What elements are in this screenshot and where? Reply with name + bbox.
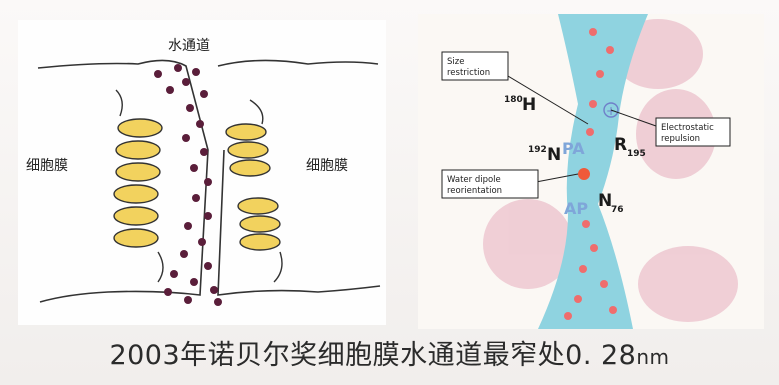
- callout-size: Size restriction: [442, 52, 508, 80]
- slide-caption: 2003年诺贝尔奖细胞膜水通道最窄处0. 28nm: [0, 333, 779, 372]
- svg-text:Electrostatic: Electrostatic: [661, 123, 714, 133]
- filter-drawing: + Size restriction Electrostatic repulsi…: [418, 14, 764, 329]
- h180-sup: 180: [504, 95, 523, 105]
- n76-sub: 76: [611, 205, 624, 215]
- helix-right: [226, 100, 282, 282]
- npa-motif-bottom: AP: [564, 199, 588, 218]
- npa-motif-top: PA: [562, 139, 585, 158]
- water-molecule-center: [578, 168, 590, 180]
- n192-label: N: [547, 145, 561, 165]
- helix-left: [114, 90, 163, 282]
- callout-water: Water dipole reorientation: [442, 170, 538, 198]
- membrane-label-left: 细胞膜: [26, 158, 68, 174]
- membrane-label-right: 细胞膜: [306, 158, 348, 174]
- caption-unit: nm: [636, 345, 669, 369]
- channel-drawing: 水通道 细胞膜 细胞膜: [18, 20, 386, 325]
- svg-text:restriction: restriction: [447, 68, 490, 78]
- water-channel-illustration: 水通道 细胞膜 细胞膜: [18, 20, 386, 325]
- callout-electrostatic: Electrostatic repulsion: [656, 118, 730, 146]
- membrane-outline-left: [38, 60, 208, 302]
- svg-text:reorientation: reorientation: [447, 186, 502, 196]
- svg-text:Size: Size: [447, 57, 464, 67]
- svg-text:repulsion: repulsion: [661, 134, 700, 144]
- selectivity-filter-detail: + Size restriction Electrostatic repulsi…: [418, 14, 764, 329]
- caption-text: 2003年诺贝尔奖细胞膜水通道最窄处0. 28: [109, 340, 636, 371]
- membrane-outline-right: [218, 60, 380, 295]
- r195-sub: 195: [627, 149, 646, 159]
- n192-sup: 192: [528, 145, 547, 155]
- channel-title: 水通道: [168, 38, 210, 54]
- water-molecules: [154, 64, 222, 306]
- svg-text:Water dipole: Water dipole: [447, 175, 501, 185]
- h180-label: H: [522, 95, 536, 115]
- r195-label: R: [614, 135, 627, 155]
